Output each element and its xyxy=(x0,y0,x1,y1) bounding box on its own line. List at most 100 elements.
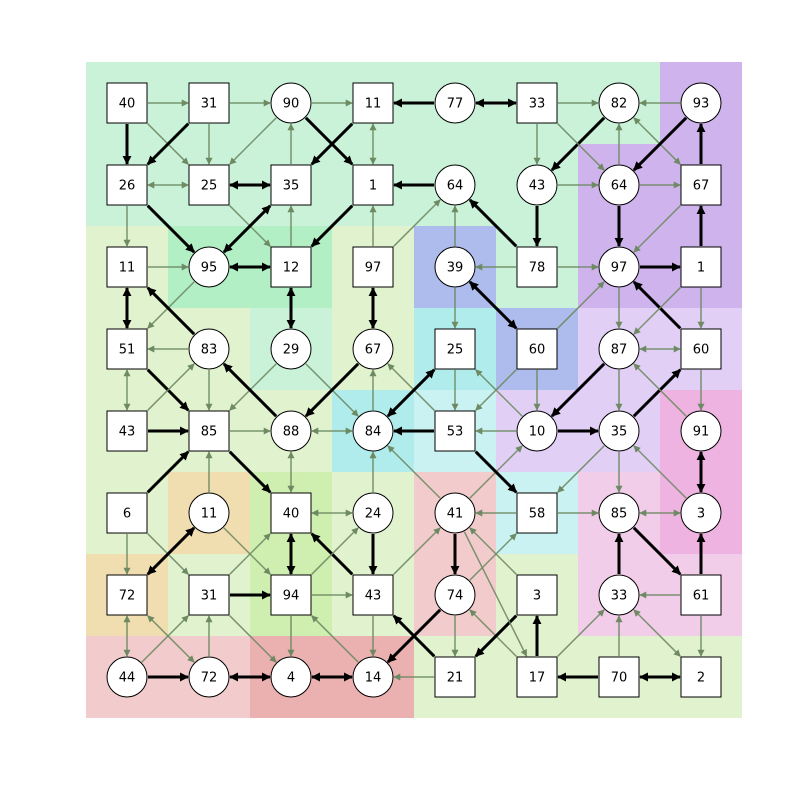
edge-arrow xyxy=(468,280,518,330)
node-label: 64 xyxy=(611,179,628,194)
node-label: 17 xyxy=(529,671,546,686)
node-label: 67 xyxy=(365,343,382,358)
edge-arrow xyxy=(633,287,681,335)
node-label: 11 xyxy=(201,507,218,522)
graph-node: 40 xyxy=(106,82,148,124)
graph-node: 43 xyxy=(106,410,148,452)
node-square xyxy=(680,328,722,370)
graph-node: 67 xyxy=(352,328,394,370)
edge-arrow xyxy=(557,281,605,329)
edge-arrow xyxy=(550,362,606,418)
node-circle xyxy=(188,656,230,698)
graph-node: 3 xyxy=(516,574,558,616)
node-circle xyxy=(598,164,640,206)
graph-node: 24 xyxy=(352,492,394,534)
graph-node: 31 xyxy=(188,82,230,124)
node-circle xyxy=(516,164,558,206)
node-circle xyxy=(352,410,394,452)
node-square xyxy=(106,246,148,288)
edge-arrow xyxy=(386,608,442,664)
graph-node: 94 xyxy=(270,574,312,616)
graph-node: 31 xyxy=(188,574,230,616)
node-label: 97 xyxy=(365,261,382,276)
node-circle xyxy=(680,492,722,534)
node-label: 95 xyxy=(201,261,218,276)
edge-arrow xyxy=(146,450,190,494)
node-label: 35 xyxy=(611,425,628,440)
graph-node: 78 xyxy=(516,246,558,288)
edge-arrow xyxy=(228,450,272,494)
edge-arrow xyxy=(474,450,518,494)
edge-arrow xyxy=(229,363,277,411)
node-label: 4 xyxy=(287,671,295,686)
edge-arrow xyxy=(633,445,687,499)
node-square xyxy=(270,492,312,534)
node-square xyxy=(188,82,230,124)
node-square xyxy=(270,164,312,206)
node-label: 44 xyxy=(119,671,136,686)
node-square xyxy=(106,328,148,370)
node-label: 26 xyxy=(119,179,136,194)
graph-node: 91 xyxy=(680,410,722,452)
node-label: 70 xyxy=(611,671,628,686)
node-label: 60 xyxy=(529,343,546,358)
edge-arrow xyxy=(147,615,195,663)
node-label: 53 xyxy=(447,425,464,440)
edge-arrow xyxy=(468,198,518,248)
node-square xyxy=(270,246,312,288)
edge-arrow xyxy=(632,280,682,330)
node-label: 10 xyxy=(529,425,546,440)
edge-arrow xyxy=(393,199,441,247)
node-circle xyxy=(516,410,558,452)
node-label: 85 xyxy=(201,425,218,440)
graph-node: 72 xyxy=(188,656,230,698)
graph-node: 4 xyxy=(270,656,312,698)
edge-layer xyxy=(122,98,706,682)
edge-arrow xyxy=(304,362,360,418)
node-square xyxy=(516,492,558,534)
edge-arrow xyxy=(557,123,605,171)
node-circle xyxy=(434,492,476,534)
node-circle xyxy=(598,82,640,124)
edge-arrow xyxy=(146,122,190,166)
node-label: 12 xyxy=(283,261,300,276)
node-label: 90 xyxy=(283,97,300,112)
node-circle xyxy=(352,328,394,370)
node-square xyxy=(352,574,394,616)
node-circle xyxy=(188,328,230,370)
node-label: 14 xyxy=(365,671,382,686)
node-square xyxy=(352,164,394,206)
node-square xyxy=(106,164,148,206)
node-square xyxy=(188,164,230,206)
graph-node: 90 xyxy=(270,82,312,124)
node-circle xyxy=(598,328,640,370)
graph-node: 60 xyxy=(516,328,558,370)
edge-arrow xyxy=(633,363,687,417)
edge-arrow xyxy=(146,526,196,576)
edge-arrow xyxy=(310,122,354,166)
node-square xyxy=(680,656,722,698)
node-circle xyxy=(680,82,722,124)
graph-node: 1 xyxy=(352,164,394,206)
node-circle xyxy=(598,410,640,452)
graph-node: 10 xyxy=(516,410,558,452)
node-label: 72 xyxy=(119,589,136,604)
edge-arrow xyxy=(469,527,517,575)
node-circle xyxy=(598,492,640,534)
node-label: 33 xyxy=(611,589,628,604)
edge-arrow xyxy=(633,117,681,165)
graph-node: 21 xyxy=(434,656,476,698)
edge-arrow xyxy=(633,609,681,657)
node-label: 43 xyxy=(529,179,546,194)
edge-arrow xyxy=(311,527,359,575)
edge-arrow xyxy=(387,445,441,499)
graph-node: 11 xyxy=(106,246,148,288)
node-square xyxy=(680,574,722,616)
node-label: 31 xyxy=(201,589,218,604)
graph-node: 74 xyxy=(434,574,476,616)
node-label: 35 xyxy=(283,179,300,194)
node-label: 40 xyxy=(119,97,136,112)
graph-node: 51 xyxy=(106,328,148,370)
edge-arrow xyxy=(632,526,682,576)
